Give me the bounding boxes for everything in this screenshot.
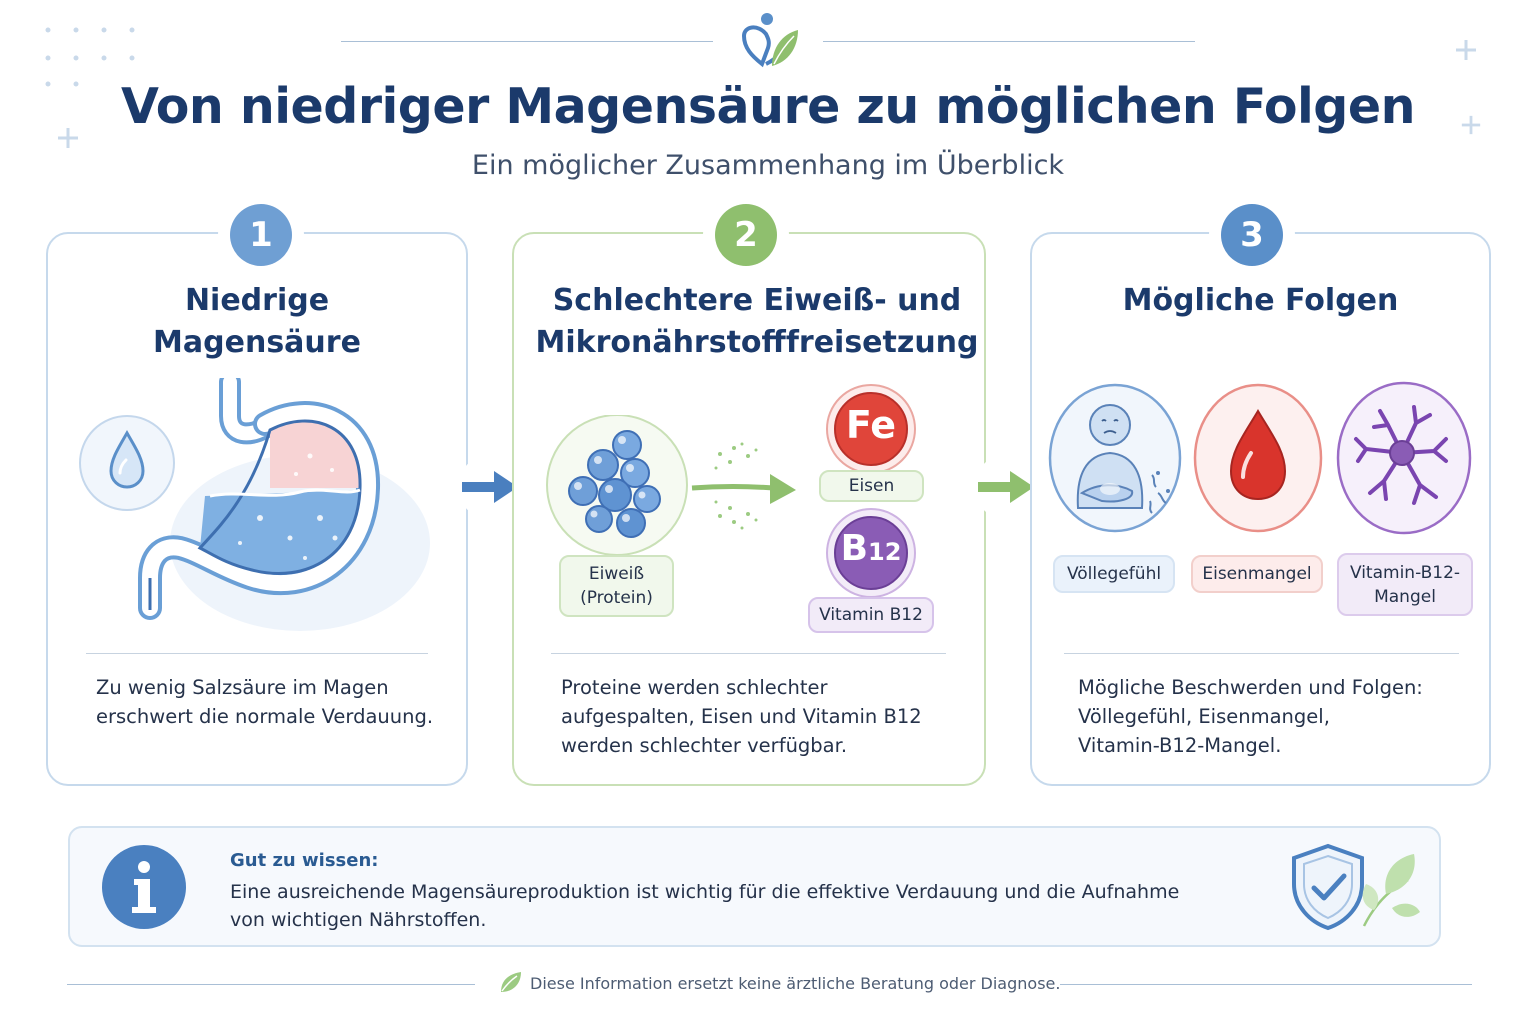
- footer-disclaimer: Diese Information ersetzt keine ärztlich…: [530, 974, 1061, 993]
- arrow-right-icon-blue: [460, 469, 520, 505]
- info-box: [68, 826, 1441, 947]
- protein-label-line1: Eiweiß: [588, 564, 645, 584]
- arrow-right-icon-green: [976, 469, 1036, 505]
- heart-person-leaf-icon: [734, 8, 804, 72]
- step-title-1-line2: Magensäure: [153, 325, 361, 360]
- footer-rule-left: [67, 984, 475, 985]
- consequence-label-iron: Eisenmangel: [1191, 555, 1323, 593]
- info-icon: [100, 843, 188, 931]
- info-heading: Gut zu wissen:: [230, 850, 379, 871]
- step-title-1: Niedrige Magensäure: [46, 280, 468, 364]
- step-title-1-line1: Niedrige: [184, 283, 330, 318]
- protein-molecule-icon: [543, 415, 691, 555]
- header-rule-left: [341, 41, 713, 42]
- vitamin-b12-icon: [825, 507, 917, 599]
- step-text-2-line3: werden schlechter verfügbar.: [561, 734, 848, 757]
- step-text-1-line1: Zu wenig Salzsäure im Magen: [96, 676, 389, 699]
- consequence-label-bloating-text: Völlegefühl: [1066, 564, 1162, 584]
- release-arrow-icon: [690, 430, 800, 542]
- blood-drop-icon: [1193, 383, 1323, 533]
- consequence-label-b12-line2: Mangel: [1374, 586, 1436, 607]
- water-drop-icon: [77, 413, 177, 513]
- stomach-icon: [100, 378, 436, 640]
- info-text-line2: von wichtigen Nährstoffen.: [230, 909, 487, 931]
- nerve-cell-icon: [1336, 381, 1472, 535]
- step-divider-1: [86, 653, 428, 654]
- step-text-3-line1: Mögliche Beschwerden und Folgen:: [1078, 676, 1423, 699]
- step-title-2-line2: Mikronährstofffreisetzung: [535, 325, 979, 360]
- vitamin-b12-symbol: B12: [825, 528, 917, 569]
- step-title-2: Schlechtere Eiweiß- und Mikronährstofffr…: [512, 280, 1002, 364]
- b12-symbol-sub: 12: [868, 538, 902, 566]
- step-text-3: Mögliche Beschwerden und Folgen: Völlege…: [1078, 673, 1478, 760]
- consequence-label-iron-text: Eisenmangel: [1202, 564, 1312, 584]
- step-text-3-line3: Vitamin-B12-Mangel.: [1078, 734, 1282, 757]
- consequence-label-b12: Vitamin-B12- Mangel: [1337, 553, 1473, 616]
- info-text-line1: Eine ausreichende Magensäureproduktion i…: [230, 881, 1180, 903]
- step-divider-2: [551, 653, 946, 654]
- protein-label-line2: (Protein): [580, 588, 653, 608]
- iron-label: Eisen: [819, 470, 924, 502]
- b12-symbol-main: B: [840, 528, 869, 569]
- step-text-3-line2: Völlegefühl, Eisenmangel,: [1078, 705, 1330, 728]
- decor-plus-right-top: [1454, 38, 1478, 62]
- decor-dots: [40, 24, 140, 90]
- step-title-2-line1: Schlechtere Eiweiß- und: [552, 283, 962, 318]
- footer-leaf-icon: [497, 970, 523, 996]
- shield-check-icon: [1290, 842, 1366, 932]
- consequence-label-b12-line1: Vitamin-B12-: [1349, 562, 1461, 583]
- protein-label: Eiweiß (Protein): [559, 555, 674, 617]
- step-text-1-line2: erschwert die normale Verdauung.: [96, 705, 434, 728]
- iron-symbol: Fe: [845, 403, 897, 447]
- decor-plus-right-bottom: [1460, 114, 1482, 136]
- step-text-2-line1: Proteine werden schlechter: [561, 676, 828, 699]
- step-divider-3: [1064, 653, 1459, 654]
- step-number-badge-3: 3: [1221, 204, 1283, 266]
- step-number-badge-2: 2: [715, 204, 777, 266]
- step-text-2-line2: aufgespalten, Eisen und Vitamin B12: [561, 705, 922, 728]
- footer-rule-right: [1060, 984, 1472, 985]
- step-title-3: Mögliche Folgen: [1122, 283, 1399, 318]
- info-text: Eine ausreichende Magensäureproduktion i…: [230, 878, 1230, 934]
- step-number-badge-1: 1: [230, 204, 292, 266]
- step-text-1: Zu wenig Salzsäure im Magen erschwert di…: [96, 673, 446, 731]
- header-rule-right: [823, 41, 1195, 42]
- bloated-person-icon: [1048, 383, 1182, 533]
- consequence-label-bloating: Völlegefühl: [1053, 555, 1175, 593]
- vitamin-b12-label: Vitamin B12: [808, 597, 934, 633]
- leaf-icon: [1358, 850, 1422, 930]
- step-text-2: Proteine werden schlechter aufgespalten,…: [561, 673, 961, 760]
- iron-fe-icon: [825, 383, 917, 475]
- page-subtitle: Ein möglicher Zusammenhang im Überblick: [471, 150, 1065, 181]
- decor-plus-left: [56, 126, 80, 150]
- page-title: Von niedriger Magensäure zu möglichen Fo…: [120, 78, 1416, 135]
